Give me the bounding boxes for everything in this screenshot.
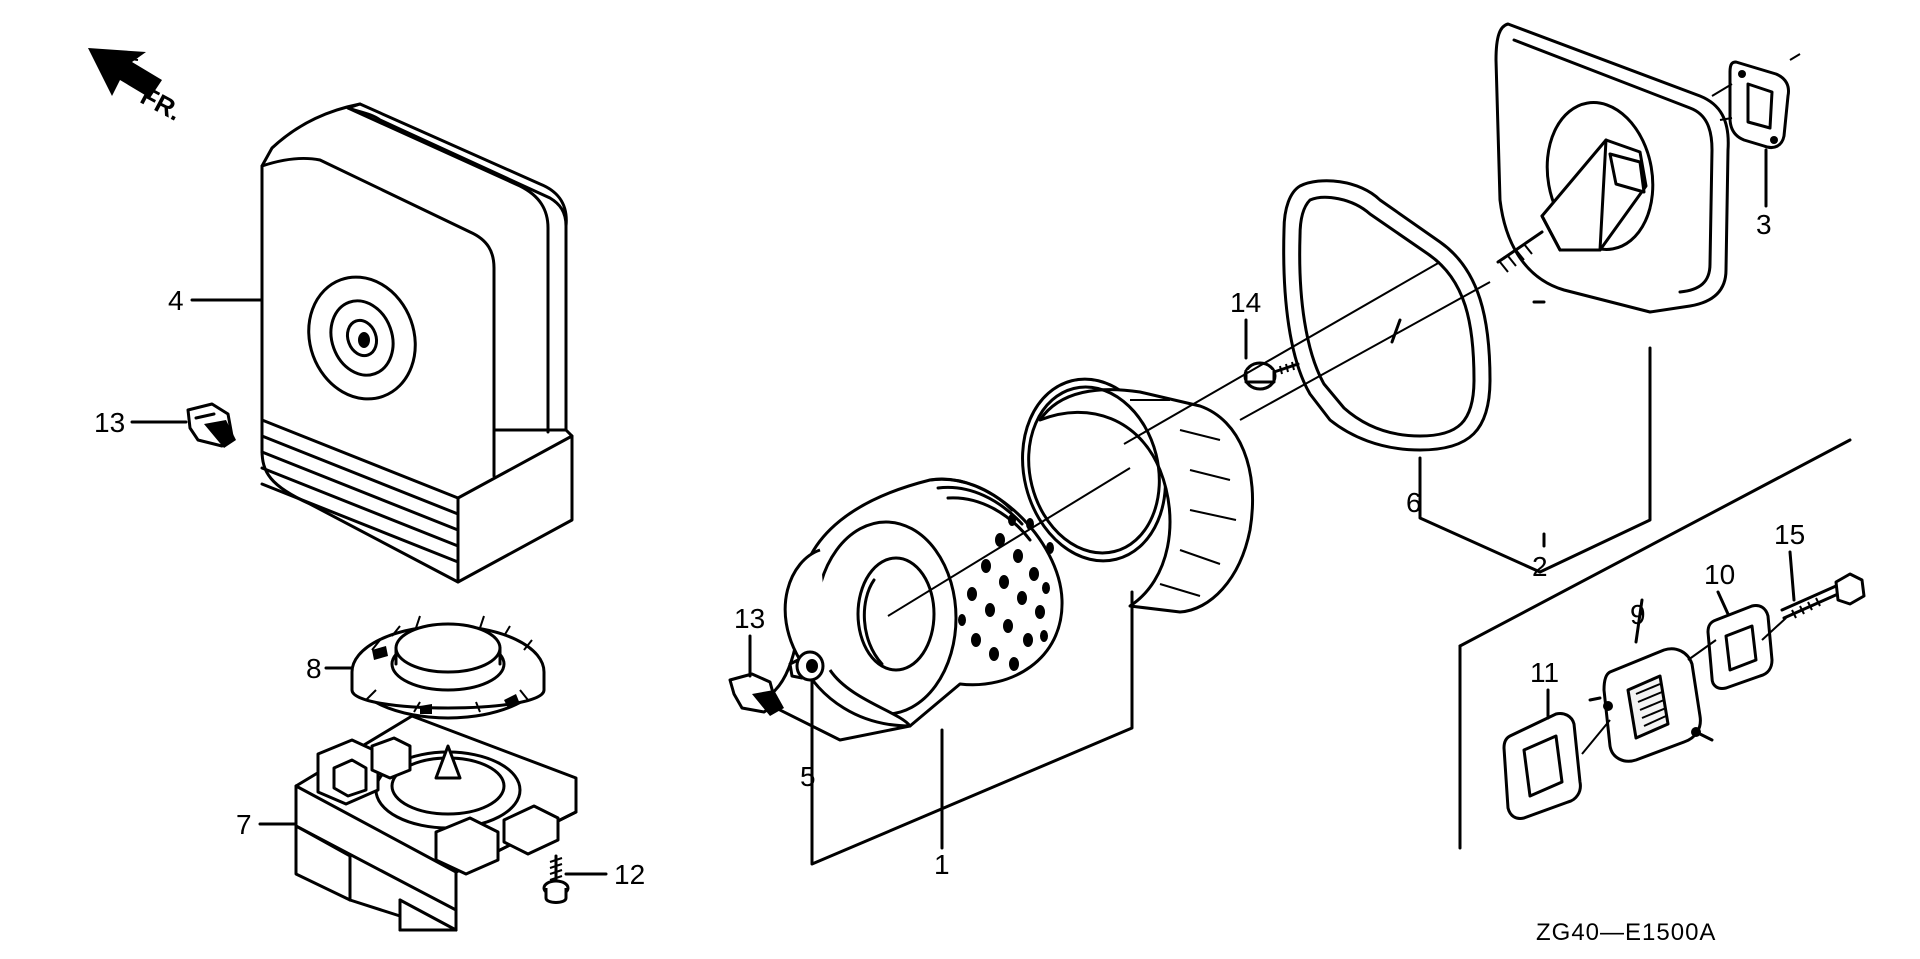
breather-gasket-outer [1706, 604, 1774, 690]
callout-15: 15 [1774, 519, 1805, 550]
callout-11: 11 [1530, 657, 1559, 688]
seal-ring [350, 615, 546, 720]
base-screw [542, 854, 570, 904]
breather-valve [1588, 647, 1714, 763]
filter-clip [728, 672, 784, 716]
inset-border-top [1458, 438, 1852, 648]
air-filter-element [758, 477, 1064, 742]
air-cleaner-cover [260, 102, 574, 584]
cover-clip [186, 402, 236, 448]
foam-filter [1021, 377, 1255, 614]
callout-8: 8 [306, 653, 322, 684]
breather-bolt [1780, 572, 1866, 620]
wing-nut [788, 650, 825, 682]
filter-perforations [958, 514, 1054, 671]
callout-7: 7 [236, 809, 252, 840]
callout-3: 3 [1756, 209, 1772, 240]
callout-6: 6 [1406, 487, 1422, 518]
callout-12: 12 [614, 859, 645, 890]
breather-gasket-inner [1502, 712, 1582, 820]
callout-10: 10 [1704, 559, 1735, 590]
callout-9: 9 [1630, 599, 1646, 630]
front-arrow-icon [88, 48, 162, 98]
air-cleaner-base [294, 714, 578, 932]
callout-13-left: 13 [94, 407, 125, 438]
callout-13-mid: 13 [734, 603, 765, 634]
flange-bolt [1243, 361, 1300, 391]
callout-5: 5 [800, 761, 816, 792]
air-cleaner-case [1494, 22, 1730, 314]
leader-lines [130, 53, 1801, 876]
callout-4: 4 [168, 285, 184, 316]
callout-2: 2 [1532, 551, 1548, 582]
case-gasket [1728, 60, 1790, 150]
callout-14: 14 [1230, 287, 1261, 318]
filter-gasket [1282, 179, 1492, 452]
diagram-code: ZG40—E1500A [1536, 919, 1716, 946]
callout-1: 1 [934, 849, 950, 880]
